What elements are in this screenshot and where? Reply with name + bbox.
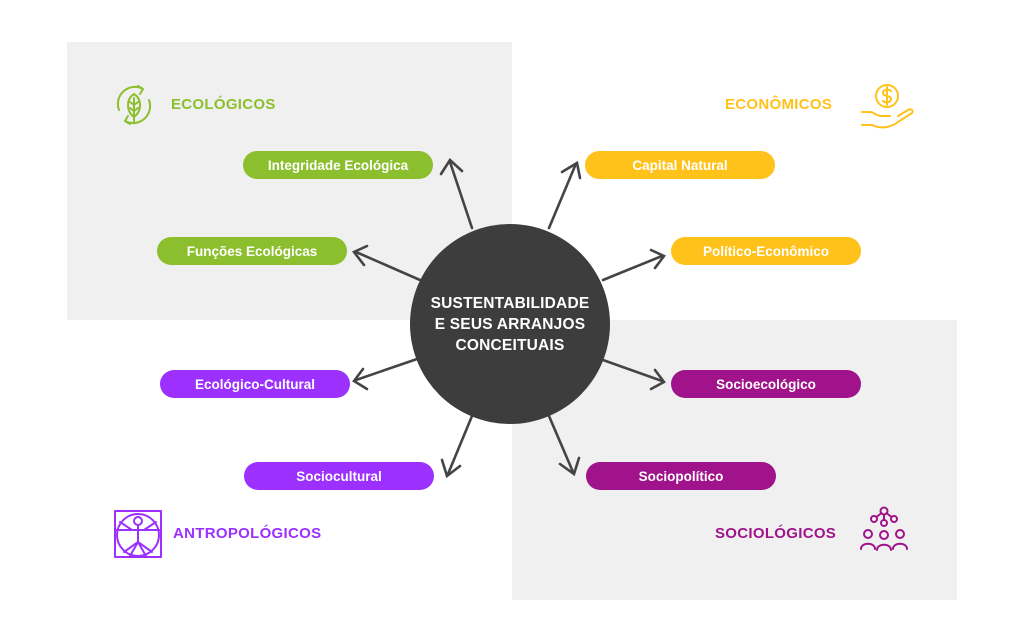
- vitruvian-man-icon: [114, 510, 162, 558]
- arrowhead-ecocultural: [352, 367, 369, 391]
- arrow-to-sociocultural: [446, 414, 474, 476]
- node-sociopolitico: Sociopolítico: [586, 462, 776, 490]
- arrowhead-socioecologico: [649, 368, 666, 391]
- central-concept-circle: SUSTENTABILIDADE E SEUS ARRANJOS CONCEIT…: [410, 224, 610, 424]
- arrowhead-funcoes: [351, 244, 369, 267]
- category-sociologicos-label: SOCIOLÓGICOS: [715, 525, 837, 542]
- node-socioecologico: Socioecológico: [671, 370, 861, 398]
- node-capital-natural: Capital Natural: [585, 151, 775, 179]
- arrow-to-ecocultural: [354, 356, 422, 382]
- arrow-to-sociopolitico: [547, 414, 575, 474]
- arrowhead-capital: [560, 160, 582, 180]
- category-economicos-label: ECONÔMICOS: [725, 96, 833, 113]
- arrow-to-socioecologico: [601, 358, 664, 383]
- arrow-to-politico: [601, 254, 664, 282]
- node-sociocultural: Sociocultural: [244, 462, 434, 490]
- hand-money-icon: [861, 84, 914, 129]
- arrow-to-funcoes: [354, 250, 422, 282]
- node-funcoes-ecologicas: Funções Ecológicas: [157, 237, 347, 265]
- arrow-to-integridade: [448, 160, 474, 230]
- central-concept-label: SUSTENTABILIDADE E SEUS ARRANJOS CONCEIT…: [430, 294, 590, 354]
- arrow-to-capital: [547, 164, 577, 230]
- node-ecologico-cultural: Ecológico-Cultural: [160, 370, 350, 398]
- category-antropologicos-label: ANTROPOLÓGICOS: [173, 525, 322, 542]
- category-ecologicos-label: ECOLÓGICOS: [171, 96, 276, 113]
- arrowhead-politico: [649, 248, 667, 270]
- people-network-icon: [860, 506, 908, 551]
- arrowhead-sociocultural: [440, 458, 462, 479]
- node-politico-economico: Político-Econômico: [671, 237, 861, 265]
- node-integridade-ecologica: Integridade Ecológica: [243, 151, 433, 179]
- arrowhead-integridade: [439, 157, 464, 176]
- leaf-cycle-icon: [116, 85, 152, 125]
- arrowhead-sociopolitico: [558, 456, 581, 477]
